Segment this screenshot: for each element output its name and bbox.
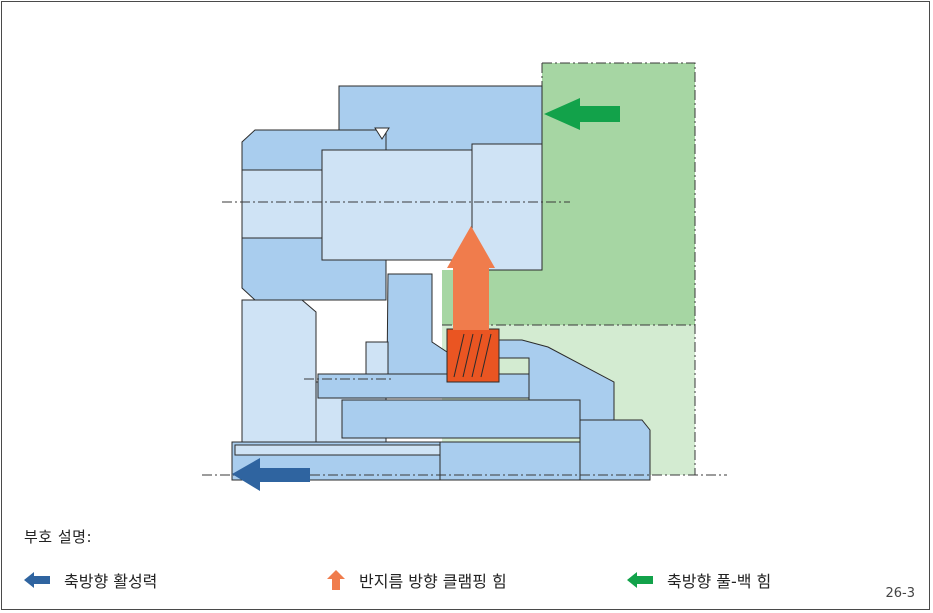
- legend-title: 부호 설명:: [24, 528, 93, 546]
- arrow-left-icon: [24, 572, 50, 588]
- legend-item-radial-clamping: 반지름 방향 클램핑 힘: [327, 568, 507, 592]
- center-lines: [202, 201, 727, 476]
- legend-label: 축방향 활성력: [64, 572, 158, 591]
- arrow-up-icon: [327, 570, 345, 590]
- gripper-segment: [446, 328, 500, 383]
- axial-activation-arrow: [232, 458, 310, 491]
- upper-housing: [241, 85, 543, 301]
- page-number: 26-3: [885, 586, 915, 601]
- legend-label: 축방향 풀-백 힘: [667, 572, 772, 591]
- radial-clamping-arrow: [447, 226, 495, 330]
- clamp-ring: [341, 339, 651, 481]
- legend-label: 반지름 방향 클램핑 힘: [359, 572, 507, 591]
- legend-item-axial-activation: 축방향 활성력: [24, 568, 157, 592]
- axial-pullback-arrow: [544, 98, 620, 130]
- arrow-left-icon: [627, 572, 653, 588]
- base-plate: [231, 441, 581, 481]
- legend-item-axial-pullback: 축방향 풀-백 힘: [627, 568, 771, 592]
